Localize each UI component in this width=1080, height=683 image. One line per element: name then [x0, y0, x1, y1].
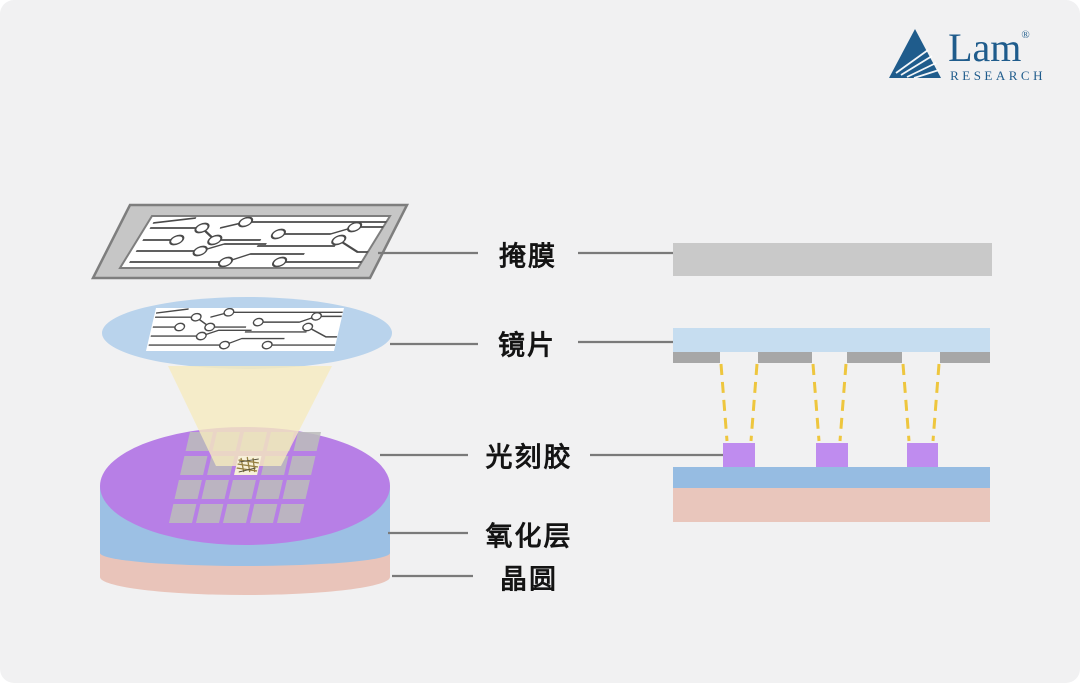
cross-section-oxide-bar	[673, 467, 990, 488]
cross-section-lens-bar	[673, 328, 990, 352]
lam-triangle-icon	[889, 29, 942, 79]
mask-pattern-strip	[673, 352, 990, 363]
label-lens: 镜片	[498, 330, 556, 361]
label-oxide: 氧化层	[485, 521, 573, 552]
wafer-stack-3d	[100, 427, 390, 595]
cross-section-mask-bar	[673, 243, 992, 276]
connector-lines	[378, 251, 723, 578]
lens-3d	[102, 297, 392, 369]
lam-research-logo: Lam ® RESEARCH	[888, 28, 1046, 82]
photoresist-blocks	[723, 443, 938, 467]
label-wafer: 晶圆	[500, 564, 558, 595]
logo-subtitle-text: RESEARCH	[950, 68, 1046, 83]
label-photoresist: 光刻胶	[485, 442, 573, 473]
label-mask: 掩膜	[499, 241, 557, 272]
uv-dashed-rays	[719, 363, 941, 442]
exposed-die	[234, 456, 262, 475]
cross-section-wafer-bar	[673, 488, 990, 522]
light-cone	[168, 366, 332, 466]
logo-brand-text: Lam	[948, 25, 1022, 70]
logo-registered-mark: ®	[1021, 29, 1030, 41]
photomask-3d	[90, 203, 410, 280]
